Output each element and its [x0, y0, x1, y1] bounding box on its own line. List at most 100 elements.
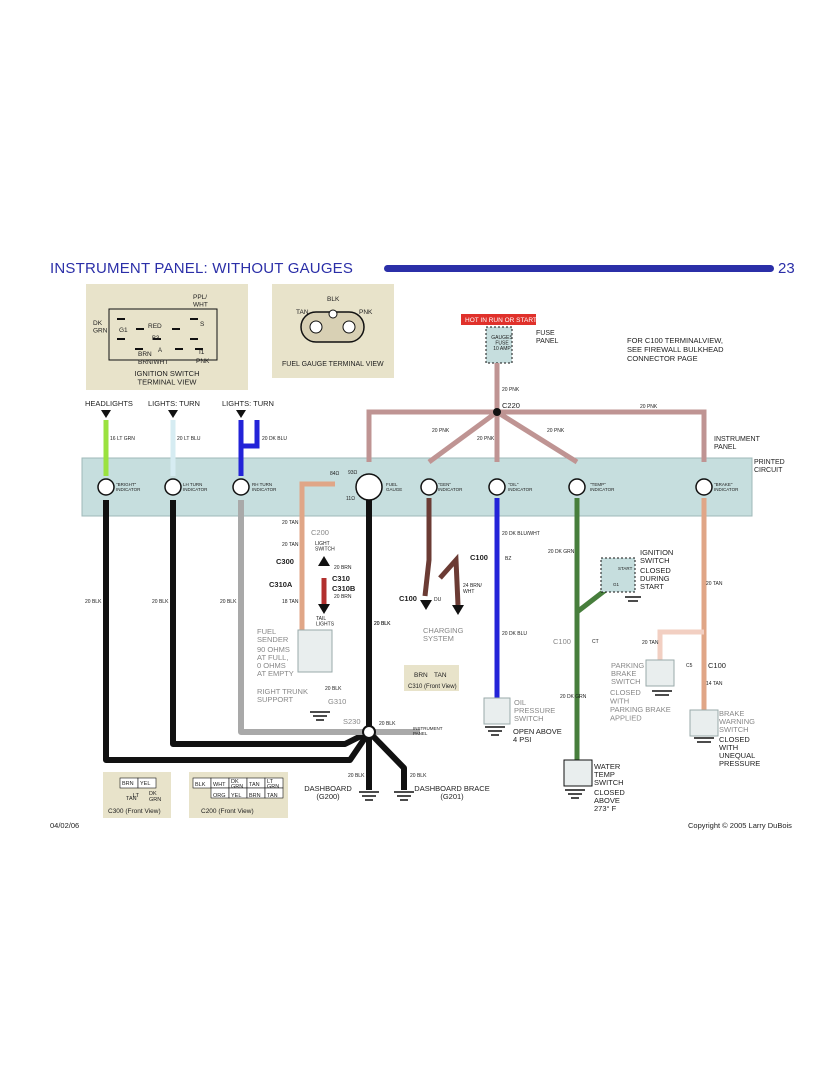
wire-20-pnk-fuse: 20 PNK — [502, 387, 520, 393]
g1: G1 — [613, 582, 620, 587]
wire-20-pnk-right: 20 PNK — [640, 404, 658, 410]
g310: G310 — [328, 697, 346, 706]
brake-indicator: "BRAKE"INDICATOR — [714, 482, 739, 492]
ct: CT — [592, 639, 599, 645]
du: DU — [434, 597, 442, 603]
wire-20-blk-head: 20 BLK — [85, 599, 102, 605]
caption: FUEL GAUGE TERMINAL VIEW — [282, 361, 384, 368]
c5: C5 — [686, 663, 693, 669]
b3: B3 — [152, 336, 160, 342]
ignition-switch-inset — [86, 284, 248, 390]
gauges-fuse — [485, 326, 513, 364]
wire-20-tan-b: 20 TAN — [282, 542, 299, 548]
c300-cell-label: BRN — [122, 781, 134, 787]
wire-20-tan-brake: 20 TAN — [706, 581, 723, 587]
printed-circuit-band — [81, 457, 753, 517]
resistor-84: 84Ω — [330, 471, 340, 477]
dashboard-brace: DASHBOARD BRACE(G201) — [414, 784, 489, 801]
c100-bz: C100 — [470, 553, 488, 562]
wire-20-pnk-b: 20 PNK — [477, 436, 495, 442]
start: START — [618, 566, 633, 571]
tan: TAN — [296, 309, 309, 316]
wire-20-blk-g201: 20 BLK — [410, 773, 427, 779]
bright-indicator: "BRIGHT"INDICATOR — [116, 482, 141, 492]
i1: I1 — [199, 349, 205, 356]
footer-copyright: Copyright © 2005 Larry DuBois — [688, 821, 792, 830]
c200-cell-label: TAN — [249, 782, 260, 788]
wire-20-brn-a: 20 BRN — [334, 565, 352, 571]
c310-inset — [404, 665, 459, 691]
ground-wires — [103, 498, 420, 790]
wire-20-blk-rh: 20 BLK — [220, 599, 237, 605]
wire-20-blk-fuel: 20 BLK — [374, 621, 391, 627]
dk-blu-wire — [238, 420, 260, 449]
c310a: C310A — [269, 580, 293, 589]
c220: C220 — [502, 401, 520, 410]
wire-20-dk-blu: 20 DK BLU — [262, 436, 287, 442]
wire-20-tan-c: 20 TAN — [642, 640, 659, 646]
c300-cell-label: LT — [133, 793, 140, 799]
tail-light-arrow — [318, 604, 330, 614]
a: A — [158, 348, 162, 354]
input-arrows — [101, 410, 246, 418]
wire-20-dk-grn-a: 20 DK GRN — [548, 549, 575, 555]
wire-18-tan: 18 TAN — [282, 599, 299, 605]
c200-cell-label: BLK — [195, 782, 206, 788]
pnk-wires — [366, 363, 707, 465]
c100-note: FOR C100 TERMINALVIEW,SEE FIREWALL BULKH… — [627, 336, 724, 363]
c200-cell-label: WHT — [213, 782, 226, 788]
c200-cell-label: BRN — [249, 793, 261, 799]
headlights: HEADLIGHTS — [85, 399, 133, 408]
c300-cell — [137, 777, 157, 789]
footer-date: 04/02/06 — [50, 821, 80, 830]
c300-cell-label: TAN — [126, 796, 137, 802]
red: RED — [148, 323, 162, 330]
c200-cell — [264, 787, 284, 799]
brake-warning-switch — [689, 709, 719, 737]
ppl-wht: PPL/WHT — [193, 294, 208, 308]
tan-fuel-wire — [299, 481, 335, 630]
indicator-lamps — [97, 473, 713, 501]
wire-20-dk-blu-wht: 20 DK BLU/WHT — [502, 531, 540, 537]
oil-indicator: "OIL"INDICATOR — [508, 482, 533, 492]
caption: C200 (Front View) — [201, 808, 254, 815]
c100-ct: C100 — [553, 637, 571, 646]
wire-16-lt-grn: 16 LT GRN — [110, 436, 135, 442]
wire-20-blk-ip: 20 BLK — [379, 721, 396, 727]
bz: BZ — [505, 556, 511, 562]
pnk: PNK — [359, 309, 373, 316]
wire-20-dk-blu-b: 20 DK BLU — [502, 631, 527, 637]
wire-20-brn-b: 20 BRN — [334, 594, 352, 600]
c310b: C310B — [332, 584, 356, 593]
page-title: INSTRUMENT PANEL: WITHOUT GAUGES — [50, 260, 354, 277]
page-number: 23 — [778, 260, 795, 277]
c310-brn: BRN — [414, 672, 428, 679]
caption: C300 (Front View) — [108, 808, 161, 815]
wire-20-dk-grn-b: 20 DK GRN — [560, 694, 587, 700]
fuel-gauge-terminal-3 — [342, 320, 356, 334]
c310: C310 — [332, 574, 350, 583]
ignition-switch-block — [600, 557, 636, 593]
c310-front: C310 (Front View) — [408, 684, 457, 690]
pnk: PNK — [196, 358, 210, 365]
c220-splice — [493, 408, 501, 416]
s230: S230 — [343, 717, 361, 726]
hot-in-run-label-bg — [461, 314, 536, 325]
title-rule — [384, 265, 774, 272]
wire-14-tan: 14 TAN — [706, 681, 723, 687]
